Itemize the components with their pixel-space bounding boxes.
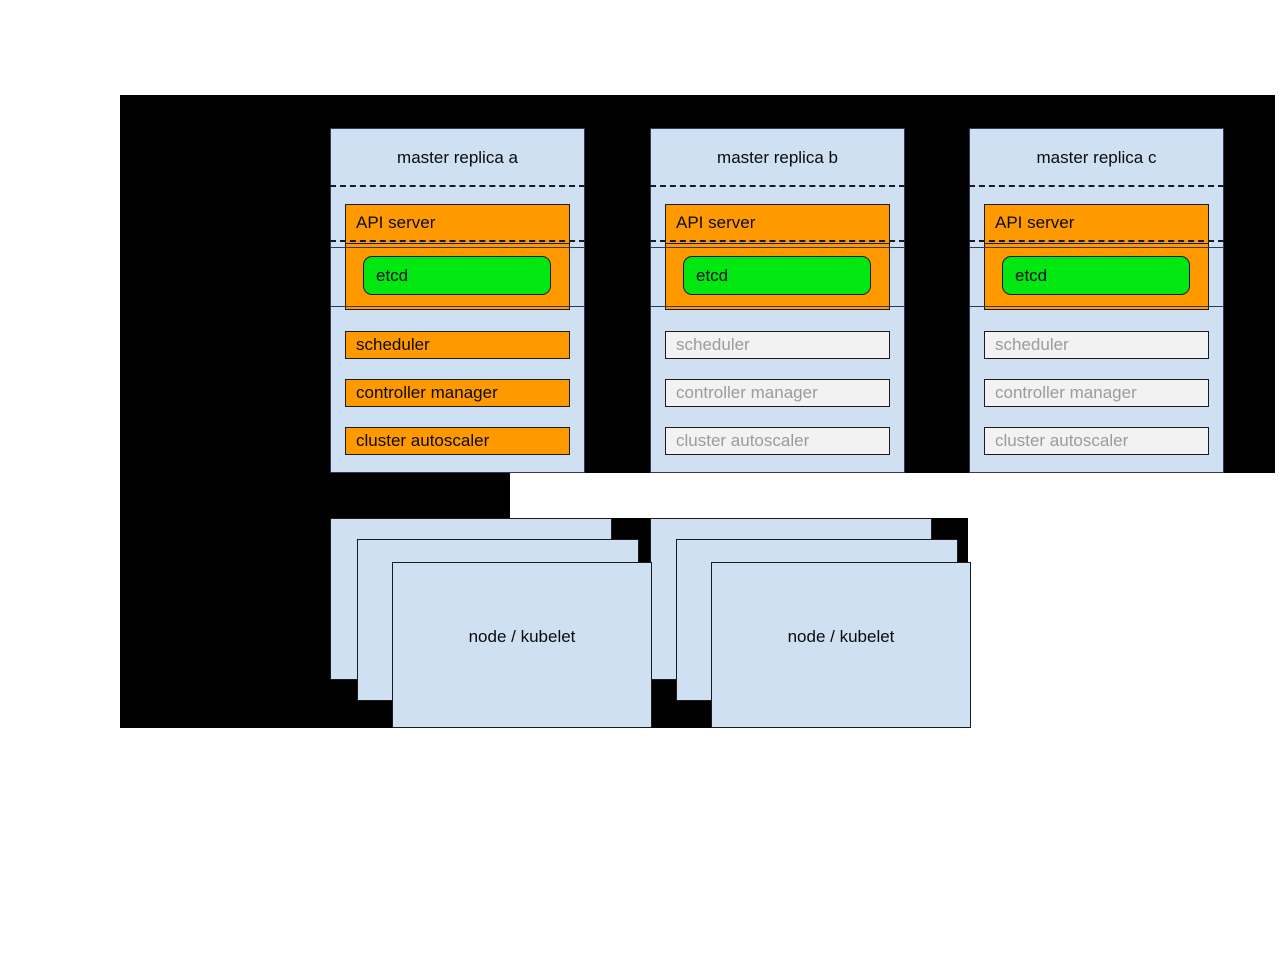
replica-a-divider-top (330, 185, 585, 187)
backdrop-plate-mid-left (120, 473, 510, 518)
replica-c-controller-manager[interactable]: controller manager (984, 379, 1209, 407)
replica-a-etcd-container: etcd (345, 244, 570, 310)
replica-b-divider-api (650, 240, 905, 242)
replica-c-etcd[interactable]: etcd (1002, 256, 1190, 295)
replica-title: master replica c (1036, 148, 1157, 167)
replica-b-rule-upper (650, 247, 905, 248)
replica-b-scheduler[interactable]: scheduler (665, 331, 890, 359)
replica-a-scheduler[interactable]: scheduler (345, 331, 570, 359)
replica-a-api-server[interactable]: API server (345, 204, 570, 244)
replica-title: master replica b (717, 148, 838, 167)
replica-b-etcd[interactable]: etcd (683, 256, 871, 295)
replica-b-divider-top (650, 185, 905, 187)
replica-c-api-server[interactable]: API server (984, 204, 1209, 244)
replica-b-etcd-container: etcd (665, 244, 890, 310)
replica-c-cluster-autoscaler[interactable]: cluster autoscaler (984, 427, 1209, 455)
node-group-1[interactable]: node / kubelet (392, 562, 652, 728)
replica-a-rule-upper (330, 247, 585, 248)
replica-c-rule-lower (969, 306, 1224, 307)
replica-a-cluster-autoscaler[interactable]: cluster autoscaler (345, 427, 570, 455)
replica-b-api-server[interactable]: API server (665, 204, 890, 244)
node-group-2-label: node / kubelet (787, 627, 895, 646)
replica-b-cluster-autoscaler[interactable]: cluster autoscaler (665, 427, 890, 455)
replica-title: master replica a (397, 148, 518, 167)
replica-b-rule-lower (650, 306, 905, 307)
replica-b-controller-manager[interactable]: controller manager (665, 379, 890, 407)
replica-a-controller-manager[interactable]: controller manager (345, 379, 570, 407)
replica-c-divider-api (969, 240, 1224, 242)
node-group-1-label: node / kubelet (468, 627, 576, 646)
replica-a-divider-api (330, 240, 585, 242)
replica-c-divider-top (969, 185, 1224, 187)
replica-a-rule-lower (330, 306, 585, 307)
replica-c-rule-upper (969, 247, 1224, 248)
replica-c-etcd-container: etcd (984, 244, 1209, 310)
replica-c-scheduler[interactable]: scheduler (984, 331, 1209, 359)
replica-a-etcd[interactable]: etcd (363, 256, 551, 295)
node-group-2[interactable]: node / kubelet (711, 562, 971, 728)
